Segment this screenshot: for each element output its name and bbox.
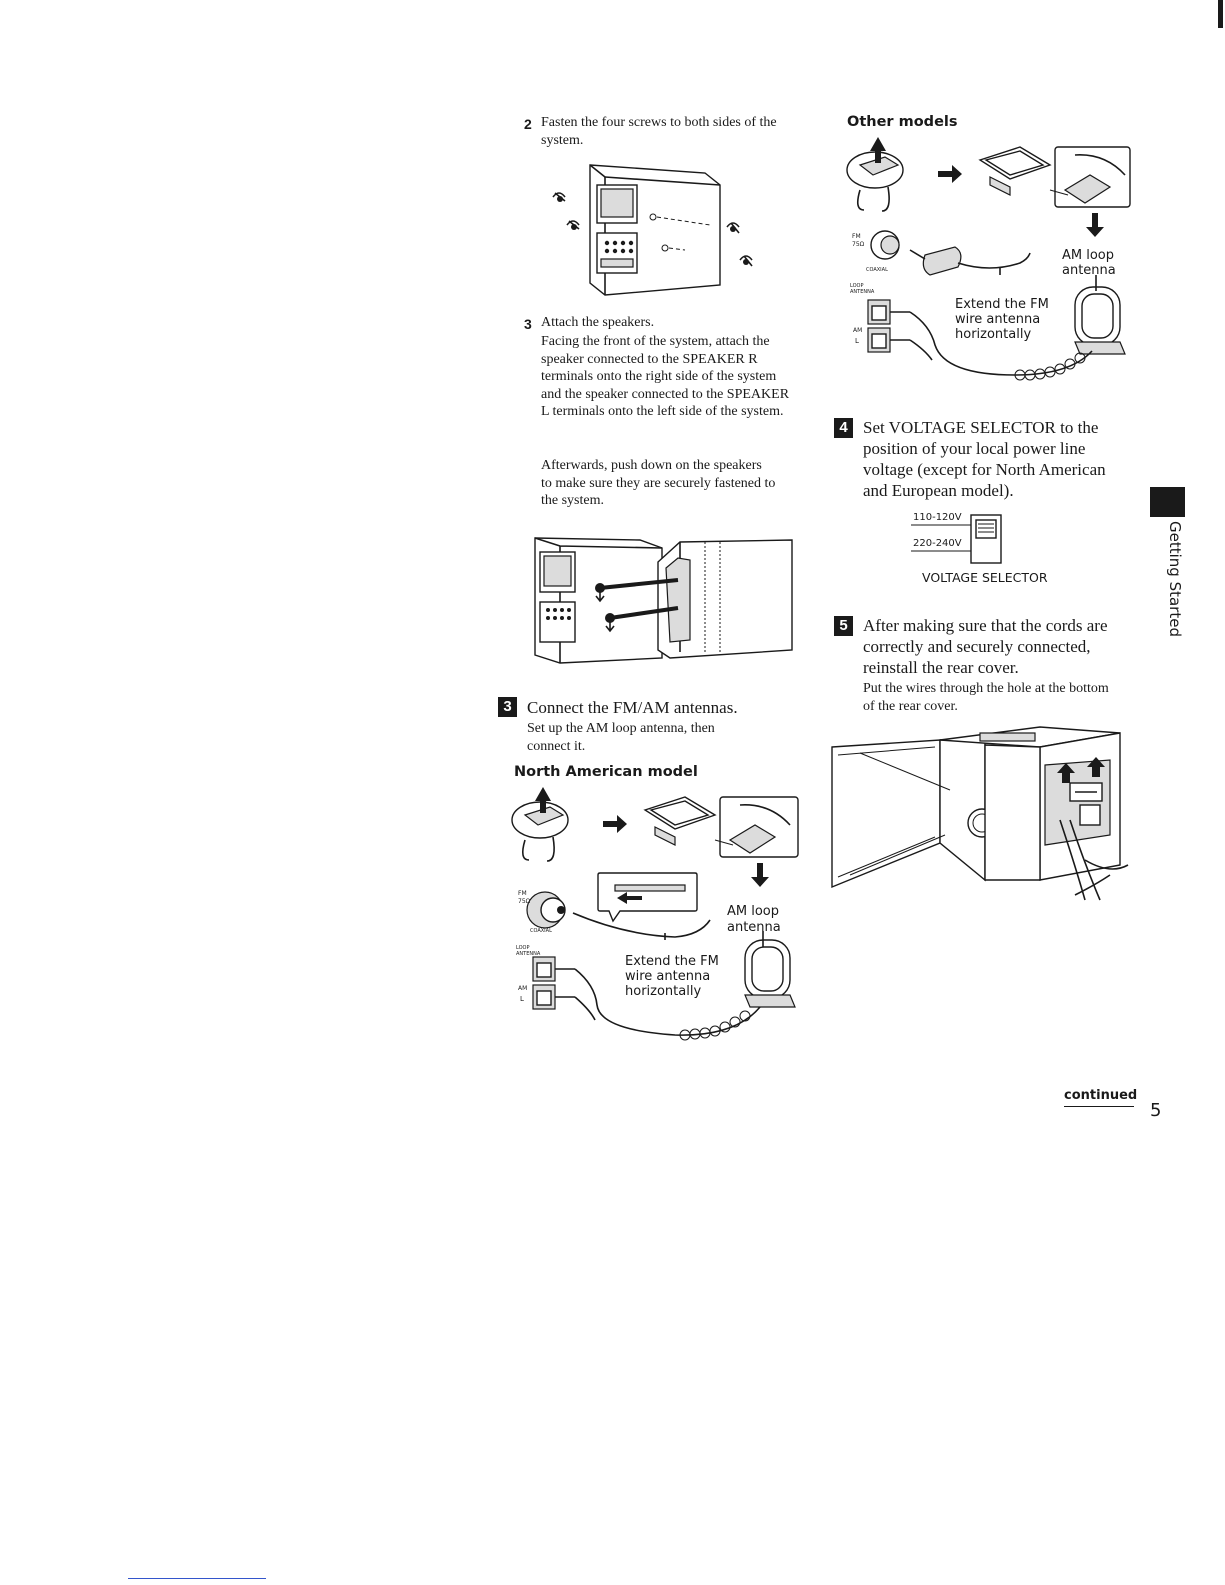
north-american-heading: North American model (514, 764, 698, 780)
step-3-number: 3 (524, 316, 532, 332)
na-jack-fm: FM (518, 890, 527, 897)
other-jack-75: 75Ω (852, 241, 865, 248)
other-jack-antenna: ANTENNA (850, 289, 875, 295)
other-models-heading: Other models (847, 114, 958, 130)
step-2-number: 2 (524, 116, 532, 132)
step-3-badge: 3 (498, 697, 517, 717)
other-jack-l: L (855, 337, 859, 345)
na-jack-loop: LOOP (516, 945, 530, 951)
other-jack-fm: FM (852, 233, 861, 240)
other-jack-am: AM (853, 327, 863, 334)
side-tab-marker (1150, 487, 1185, 517)
side-tab-label: Getting Started (1166, 521, 1184, 637)
voltage-selector-caption: VOLTAGE SELECTOR (922, 570, 1048, 585)
speaker-attach-illustration (534, 537, 793, 664)
na-fm-label-3: horizontally (625, 984, 702, 999)
step-3-title: Attach the speakers. (541, 315, 655, 330)
na-jack-75: 75Ω (518, 898, 531, 905)
voltage-220: 220-240V (913, 538, 962, 549)
section-5-sub: Put the wires through the hole at the bo… (863, 681, 1109, 714)
other-fm-label-1: Extend the FM (955, 297, 1049, 312)
na-fm-label-2: wire antenna (625, 969, 711, 984)
page-number: 5 (1150, 1100, 1162, 1121)
section-3-title: Connect the FM/AM antennas. (527, 698, 738, 717)
other-jack-loop: LOOP (850, 283, 864, 289)
continued-label: continued (1064, 1088, 1138, 1103)
step-3-body: Facing the front of the system, attach t… (541, 334, 790, 419)
screws-illustration (552, 164, 753, 296)
na-antenna-diagram (511, 787, 799, 1041)
step-4-badge: 4 (834, 418, 853, 438)
other-jack-coaxial: COAXIAL (866, 267, 888, 273)
step-3-body-2: Afterwards, push down on the speakers to… (541, 458, 776, 508)
section-4-text: Set VOLTAGE SELECTOR to the position of … (863, 418, 1106, 500)
bottom-edge-line (128, 1578, 266, 1579)
na-am-loop-label: AM loop (727, 904, 780, 919)
other-fm-label-2: wire antenna (955, 312, 1041, 327)
step-5-badge: 5 (834, 616, 853, 636)
na-jack-am: AM (518, 985, 528, 992)
section-5-text: After making sure that the cords are cor… (863, 616, 1108, 677)
section-3-sub: Set up the AM loop antenna, then connect… (527, 721, 715, 754)
na-jack-coaxial: COAXIAL (530, 928, 552, 934)
na-am-antenna-label: antenna (727, 920, 781, 935)
edge-mark (1218, 0, 1223, 28)
other-am-loop-label: AM loop (1062, 248, 1115, 263)
step-2-text: Fasten the four screws to both sides of … (541, 115, 777, 148)
continued-underline (1064, 1106, 1134, 1107)
voltage-selector-switch (911, 514, 1002, 564)
na-jack-antenna: ANTENNA (516, 951, 541, 957)
other-fm-label-3: horizontally (955, 327, 1032, 342)
other-antenna-diagram (846, 137, 1131, 381)
rear-cover-illustration (831, 726, 1129, 901)
na-jack-l: L (520, 995, 524, 1003)
na-fm-label-1: Extend the FM (625, 954, 719, 969)
voltage-110: 110-120V (913, 512, 962, 523)
other-am-antenna-label: antenna (1062, 263, 1116, 278)
